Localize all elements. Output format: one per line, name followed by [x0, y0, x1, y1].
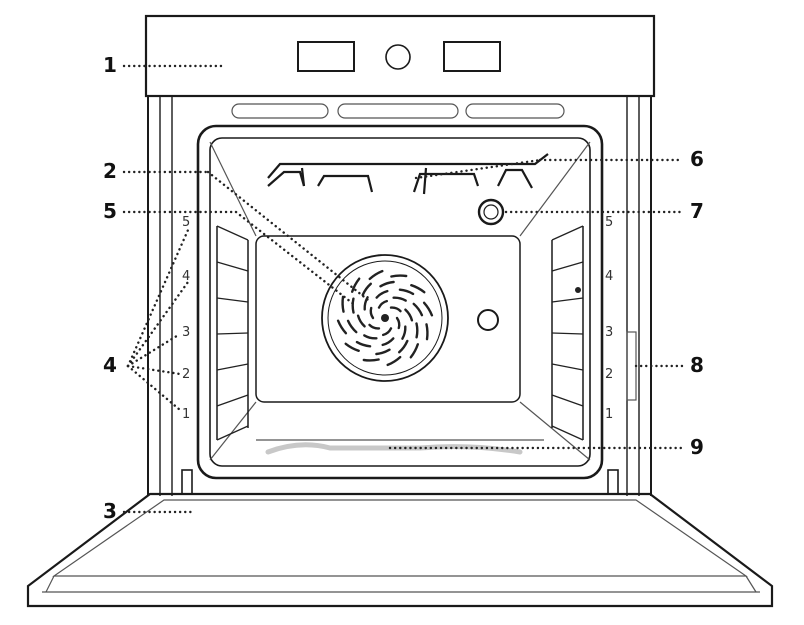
left-shelf-level-label: 1	[182, 407, 190, 422]
leader-6a	[414, 158, 542, 180]
right-shelf-level-label: 2	[605, 367, 613, 382]
fan-blade	[415, 322, 419, 339]
fan-hub	[381, 314, 389, 322]
top-heating-element	[267, 153, 549, 195]
fan-blade	[336, 319, 348, 335]
right-shelf-level-label: 1	[605, 407, 613, 422]
fan-blade	[386, 355, 402, 367]
fan-blade	[377, 299, 388, 309]
fan-blade	[351, 277, 361, 293]
fan-blade	[401, 325, 407, 340]
shelf-rung	[551, 332, 584, 335]
callout-shelf-guides: 4	[103, 353, 117, 377]
oven-cavity	[196, 124, 604, 480]
fan-blade	[395, 316, 401, 330]
right-shelf-guides	[551, 225, 584, 441]
oven-body	[147, 96, 652, 496]
shelf-rung	[551, 363, 584, 371]
control-panel	[144, 14, 656, 98]
fan-blade	[375, 348, 391, 356]
right-shelf-level-label: 4	[605, 269, 613, 284]
fan-blade	[362, 358, 380, 362]
fan-blade	[404, 308, 414, 322]
fan-blade	[409, 343, 419, 359]
left-shelf-level-label: 4	[182, 269, 190, 284]
door-switch	[626, 331, 637, 401]
shelf-rung	[216, 297, 249, 303]
left-shelf-level-label: 5	[182, 215, 190, 230]
leader-2b	[206, 170, 370, 302]
shelf-rung	[551, 225, 584, 241]
fan-blade	[346, 319, 358, 334]
fan-blade	[341, 295, 345, 313]
fan-blade	[412, 302, 424, 317]
fan-blade	[379, 280, 395, 288]
left-shelf-guides	[216, 225, 249, 441]
fan-blade	[355, 340, 372, 348]
fan-blade	[422, 301, 434, 317]
fan-blade	[410, 284, 426, 294]
fan-blade	[361, 282, 372, 297]
shelf-rung	[216, 332, 249, 335]
leader-4b	[126, 280, 190, 368]
shelf-rung	[551, 261, 584, 272]
fan-blade	[368, 323, 381, 330]
right-shelf-level-label: 3	[605, 325, 613, 340]
fan-blade	[375, 289, 389, 299]
callout-lamp: 7	[690, 199, 704, 223]
fan-blade	[390, 274, 408, 278]
callout-control-panel: 1	[103, 53, 117, 77]
fan-blade	[392, 296, 407, 302]
leader-4e	[126, 364, 182, 412]
leader-lines	[122, 64, 684, 514]
shelf-rung	[216, 363, 249, 371]
left-shelf-level-label: 3	[182, 325, 190, 340]
shelf-rung	[216, 225, 249, 241]
leader-4a	[126, 228, 190, 368]
rear-fan-knob	[477, 309, 499, 331]
fan-blade	[351, 297, 355, 314]
shelf-rung	[551, 425, 584, 441]
leader-4c	[126, 332, 182, 368]
fan-blade	[356, 314, 366, 328]
fan-blade	[398, 339, 409, 354]
callout-door-switch: 8	[690, 353, 704, 377]
fan-blade	[363, 334, 378, 340]
shelf-level-numbers: 5 4 3 2 1 5 4 3 2 1	[182, 215, 613, 422]
fan-blade	[368, 269, 384, 281]
callout-rear-fan: 5	[103, 199, 117, 223]
fan-blade	[382, 327, 393, 337]
fan-blade	[344, 342, 360, 352]
rear-fan	[321, 254, 449, 382]
callout-numbers: 1 2 5 4 3 6 7 8 9	[103, 53, 704, 523]
fan-blade	[381, 337, 395, 347]
fan-blade	[389, 306, 402, 313]
shelf-rung	[551, 297, 584, 303]
fan-blade	[398, 288, 415, 296]
oven-door	[26, 469, 774, 608]
callout-drip-tray: 3	[103, 499, 117, 523]
fan-blade	[369, 306, 375, 320]
shelf-rung	[216, 425, 249, 441]
leader-5b	[234, 210, 358, 308]
callout-top-heating-element: 6	[690, 147, 704, 171]
leader-4d	[126, 364, 182, 376]
right-shelf-level-label: 5	[605, 215, 613, 230]
callout-bottom-heating-element: 9	[690, 435, 704, 459]
lamp	[477, 198, 505, 226]
shelf-rung	[551, 394, 584, 407]
fan-blade	[425, 323, 429, 341]
fan-blade	[363, 296, 369, 311]
shelf-rung	[216, 394, 249, 407]
left-shelf-level-label: 2	[182, 367, 190, 382]
callout-grill-heating-element: 2	[103, 159, 117, 183]
shelf-rung	[216, 261, 249, 272]
